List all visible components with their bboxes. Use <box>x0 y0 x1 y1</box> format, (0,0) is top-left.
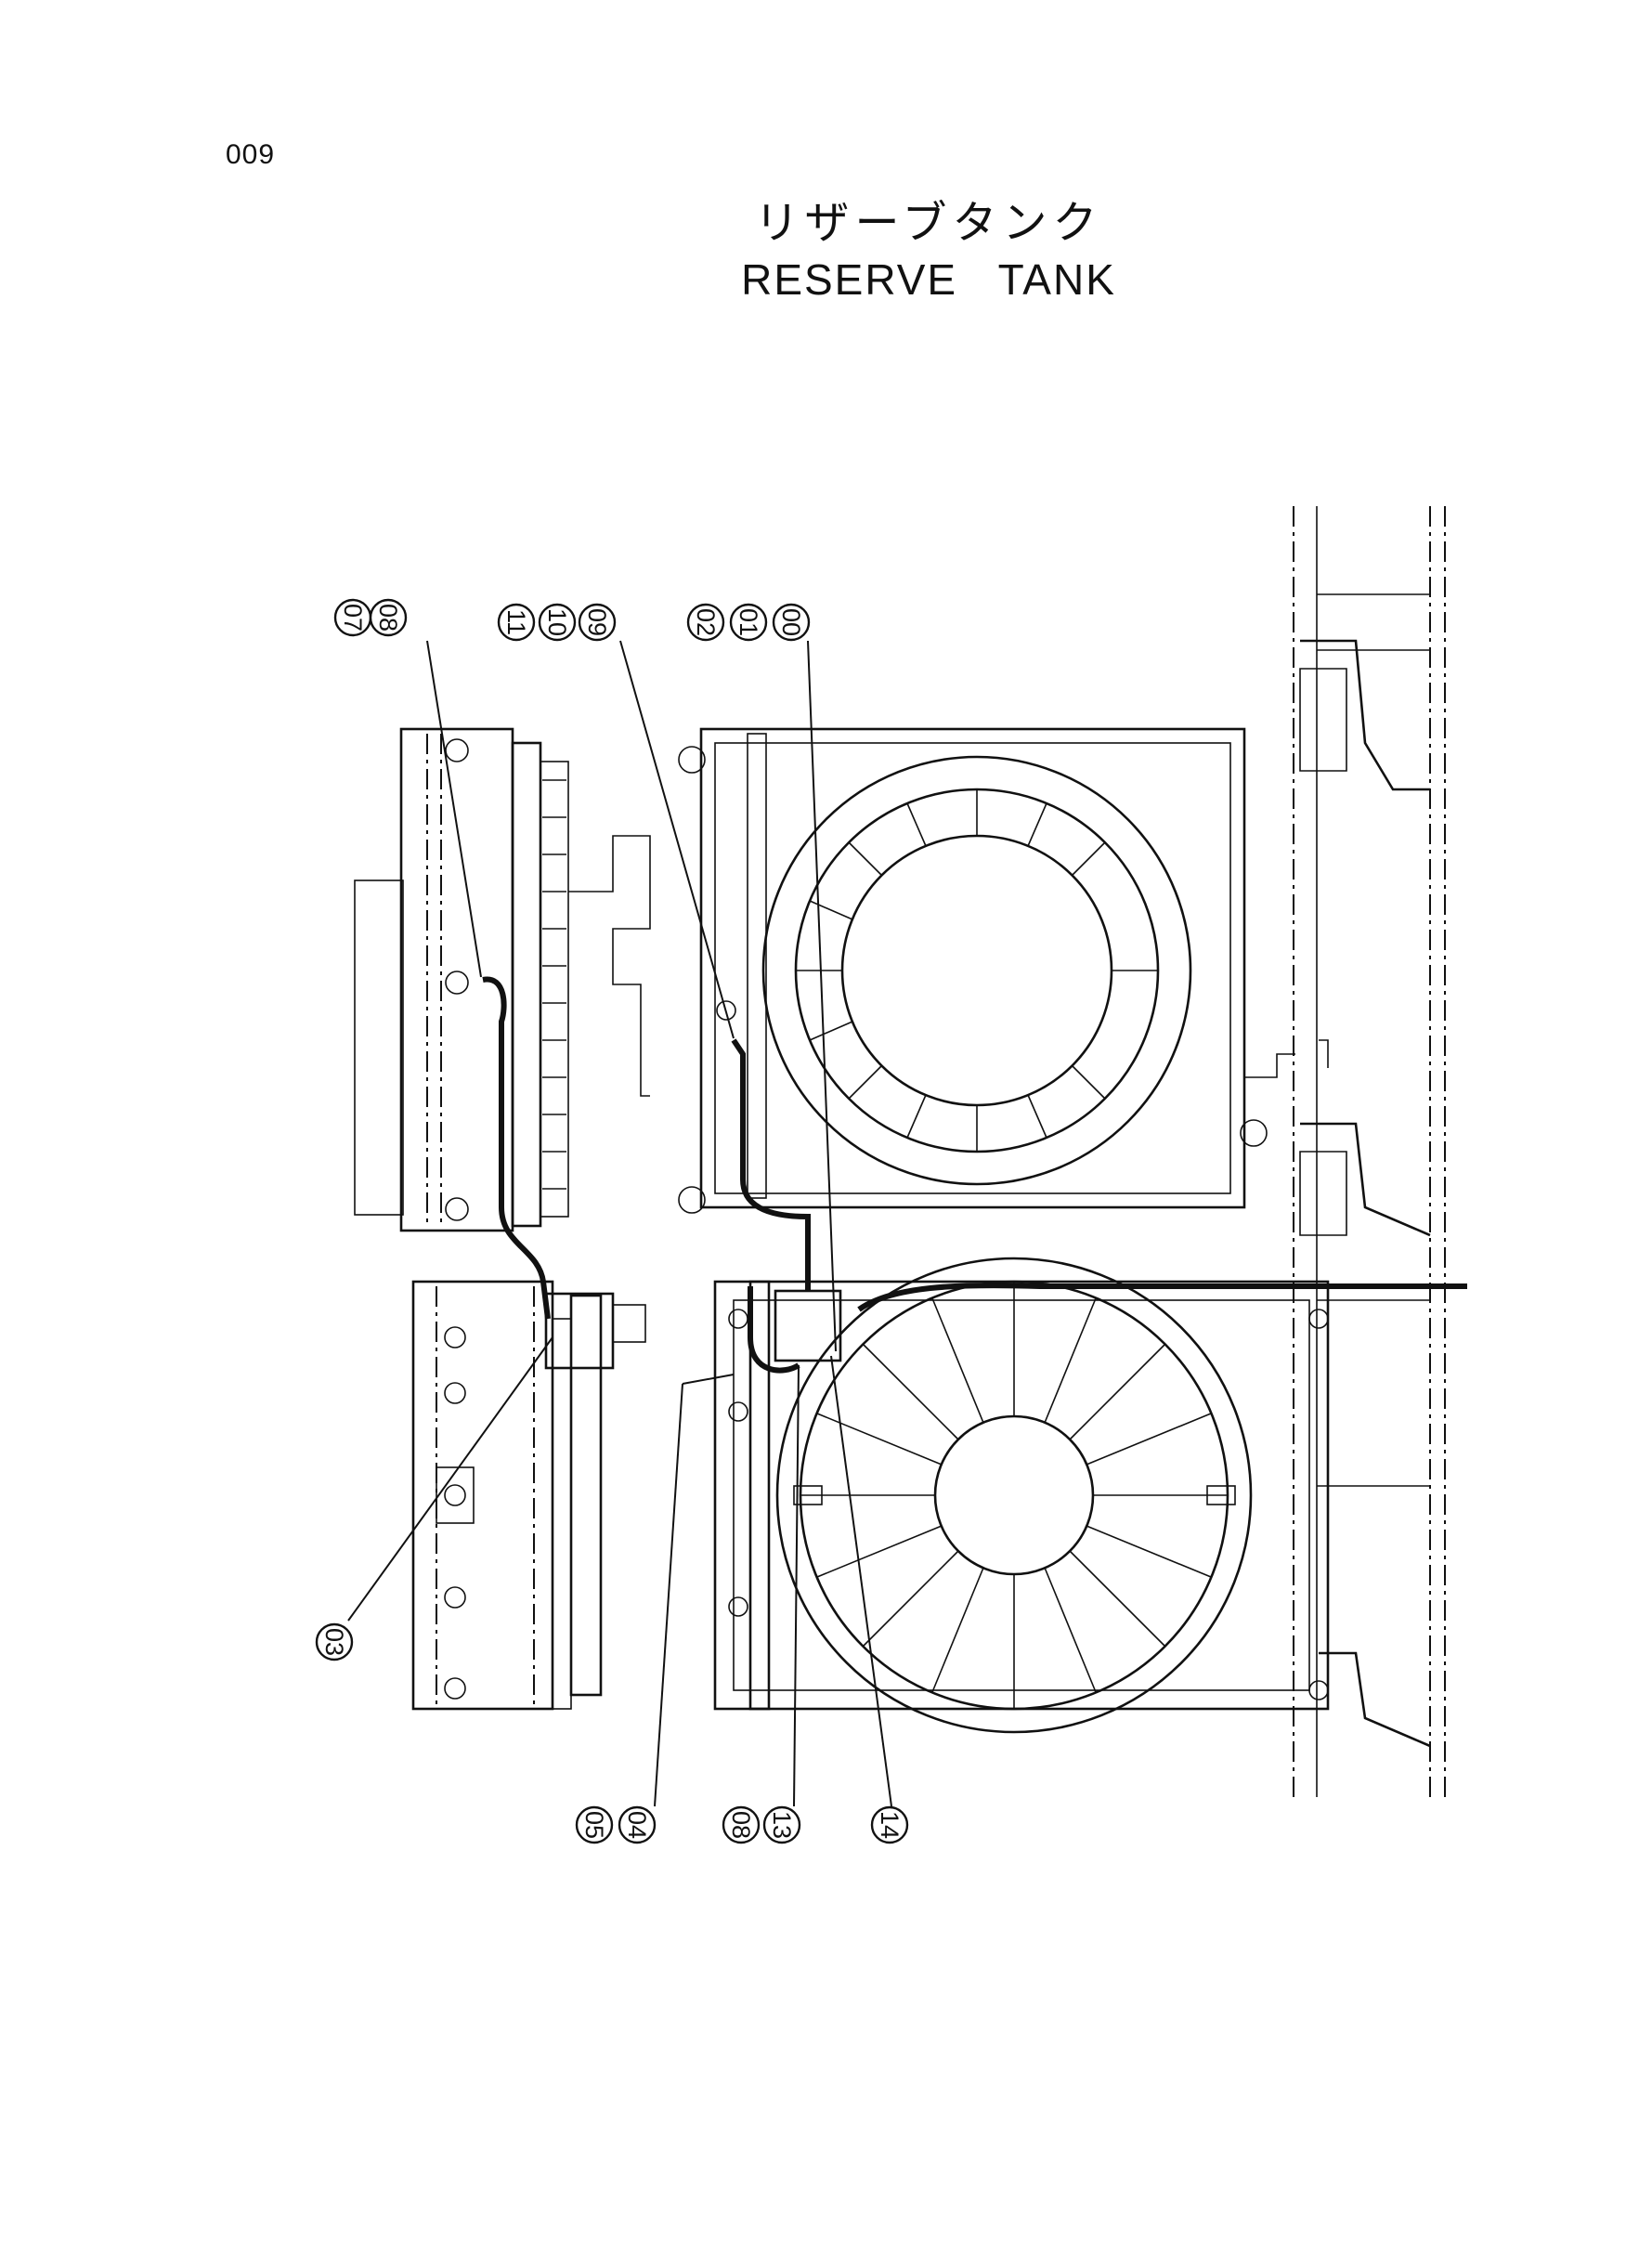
callout-group-05-04: 05 04 <box>575 1805 657 1844</box>
callout-00: 00 <box>777 608 805 636</box>
callout-09: 09 <box>583 608 611 636</box>
coolant-hoses <box>482 976 1467 1374</box>
callout-11: 11 <box>502 609 530 635</box>
page-title: リザーブタンク RESERVE TANK <box>687 197 1170 306</box>
callout-group-11-10-09: 11 10 09 <box>497 603 617 642</box>
title-japanese: リザーブタンク <box>754 197 1103 249</box>
callout-group-07-08: 07 08 <box>333 598 408 637</box>
callout-04: 04 <box>623 1811 651 1839</box>
callout-13: 13 <box>768 1811 796 1839</box>
side-view-upper <box>354 727 651 1232</box>
callout-group-02-01-00: 02 01 00 <box>686 603 811 642</box>
leader-lines <box>347 640 892 1807</box>
callout-14: 14 <box>876 1811 904 1839</box>
callout-08: 08 <box>374 604 402 632</box>
lower-fan-shroud <box>713 1257 1330 1734</box>
callout-01: 01 <box>735 608 762 636</box>
callout-08b: 08 <box>727 1811 755 1839</box>
callout-07: 07 <box>339 604 367 632</box>
machine-frame <box>1293 506 1446 1797</box>
callout-02: 02 <box>692 608 720 636</box>
callout-group-03: 03 <box>315 1622 354 1661</box>
upper-fan-shroud <box>678 727 1295 1214</box>
callout-03: 03 <box>320 1628 348 1656</box>
callout-group-08-13: 08 13 <box>722 1805 801 1844</box>
side-view-lower <box>411 1280 646 1711</box>
callout-05: 05 <box>580 1811 608 1839</box>
title-english: RESERVE TANK <box>741 254 1116 304</box>
callout-10: 10 <box>543 608 571 636</box>
callout-group-14: 14 <box>870 1805 909 1844</box>
page-number: 009 <box>226 139 276 170</box>
